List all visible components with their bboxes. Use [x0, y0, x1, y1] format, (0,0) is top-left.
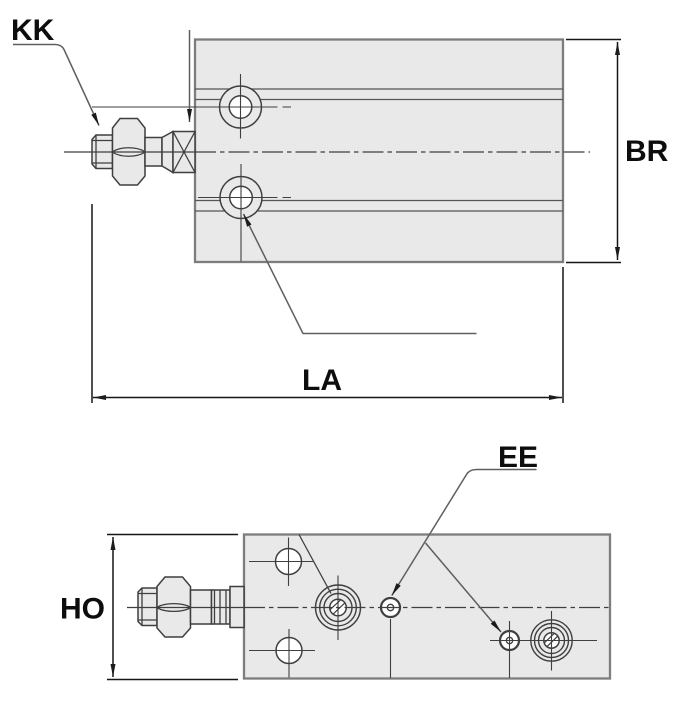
ho-dimension: HO — [60, 533, 238, 681]
hole-center-lines — [92, 74, 291, 262]
ho-label: HO — [60, 593, 105, 626]
top-view: KK BR LA — [11, 14, 669, 403]
kk-label: KK — [11, 14, 55, 47]
port-face-hole-center-lines — [249, 537, 315, 678]
ee-leader-main — [391, 468, 537, 596]
ee-label: EE — [498, 441, 538, 474]
cylinder-body-side-view — [193, 38, 565, 264]
mounting-hole-leader — [242, 213, 477, 335]
boss-diagonal-line — [298, 534, 332, 594]
bottom-view: HO EE — [60, 441, 612, 681]
ee-port-right — [498, 621, 521, 678]
kk-leader — [13, 43, 100, 126]
cylinder-body-port-view — [242, 533, 612, 680]
br-label: BR — [625, 135, 669, 168]
ee-leader-branch — [424, 542, 502, 633]
br-dimension: BR — [566, 38, 669, 264]
la-dimension: LA — [91, 204, 564, 403]
la-label: LA — [302, 364, 342, 397]
